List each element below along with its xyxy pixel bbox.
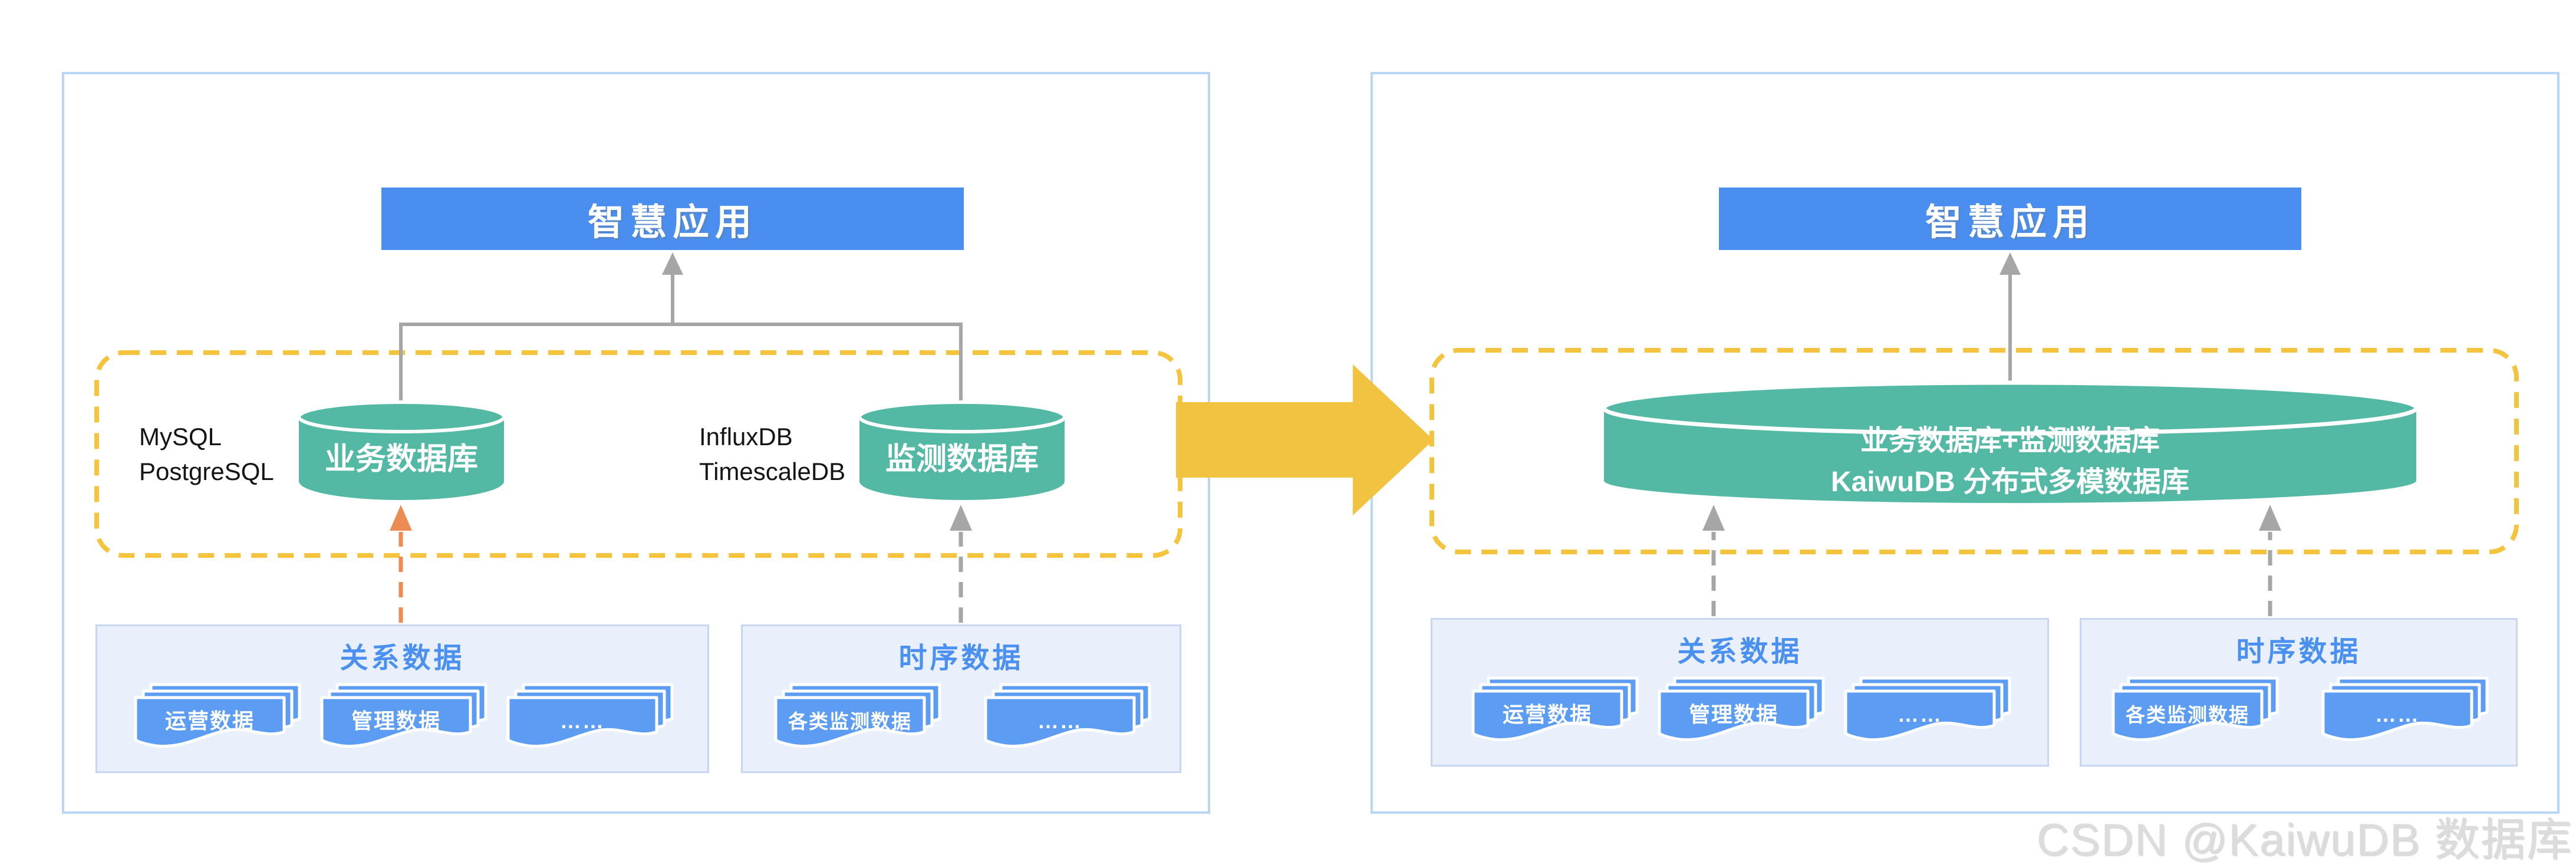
timeseries-data-title: 时序数据 [898, 643, 1024, 674]
doc-card-label: …… [1037, 709, 1082, 733]
right-relational-data-box: 关系数据 运营数据 管理数据 …… [1431, 618, 2049, 767]
smart-app-box-right: 智慧应用 [1719, 188, 2301, 250]
doc-card-front-icon: 各类监测数据 [774, 696, 926, 748]
tech-line: TimescaleDB [699, 457, 846, 485]
doc-card-front-icon: …… [506, 696, 658, 748]
timeseries-data-title: 时序数据 [2236, 636, 2361, 668]
smart-app-label: 智慧应用 [1925, 202, 2095, 243]
gray-arrowhead-icon [950, 505, 972, 531]
orange-arrowhead-icon [390, 505, 412, 531]
doc-stack-monitoring: 各类监测数据 [2111, 676, 2279, 744]
doc-card-label: 运营数据 [1503, 702, 1592, 726]
doc-stack-operations: 运营数据 [133, 682, 302, 751]
doc-card-label: …… [2375, 702, 2420, 726]
doc-card-label: 各类监测数据 [2125, 704, 2249, 726]
doc-card-label: …… [560, 709, 605, 733]
doc-card-front-icon: …… [984, 696, 1136, 748]
doc-card-front-icon: 管理数据 [1658, 689, 1810, 741]
doc-card-label: 运营数据 [165, 709, 255, 733]
relational-data-title: 关系数据 [1677, 636, 1803, 668]
doc-stack-management: 管理数据 [319, 682, 488, 751]
kaiwudb-line1-label: 业务数据库+监测数据库 [1860, 425, 2160, 456]
watermark-text: CSDN @KaiwuDB 数据库 [2036, 815, 2572, 865]
tech-line: InfluxDB [699, 423, 793, 451]
right-dashed-group-box [1429, 348, 2519, 554]
right-app-arrowhead-icon [1999, 252, 2021, 275]
kaiwudb-line2-label: KaiwuDB 分布式多模数据库 [1831, 466, 2189, 498]
business-db-label: 业务数据库 [325, 442, 478, 476]
business-db-tech-label: MySQL PostgreSQL [139, 420, 274, 489]
left-app-arrowhead-icon [662, 252, 683, 275]
doc-stack-more: …… [1843, 676, 2012, 744]
doc-card-label: 管理数据 [351, 709, 441, 733]
doc-card-label: …… [1898, 702, 1942, 726]
left-bracket-connector-line [399, 323, 963, 407]
doc-card-label: 各类监测数据 [788, 711, 912, 732]
smart-app-box-left: 智慧应用 [381, 188, 964, 250]
business-db-cylinder-icon: 业务数据库 [297, 400, 506, 500]
doc-card-front-icon: 运营数据 [134, 696, 286, 748]
monitor-db-label: 监测数据库 [885, 442, 1039, 476]
doc-card-front-icon: 运营数据 [1471, 689, 1623, 741]
doc-stack-management: 管理数据 [1657, 676, 1826, 744]
doc-stack-more: …… [983, 682, 1152, 751]
doc-stack-more: …… [2321, 676, 2489, 744]
kaiwudb-multimodel-cylinder-icon: 业务数据库+监测数据库 KaiwuDB 分布式多模数据库 [1602, 380, 2419, 503]
doc-stack-operations: 运营数据 [1471, 676, 1639, 744]
tech-line: PostgreSQL [139, 457, 274, 485]
tech-line: MySQL [139, 423, 222, 451]
doc-card-front-icon: …… [2321, 689, 2473, 741]
doc-card-front-icon: 各类监测数据 [2111, 689, 2264, 741]
gray-arrowhead-icon [2259, 505, 2281, 531]
doc-card-front-icon: …… [1844, 689, 1996, 741]
doc-stack-more: …… [506, 682, 674, 751]
right-timeseries-data-box: 时序数据 各类监测数据 …… [2080, 618, 2518, 767]
monitor-db-tech-label: InfluxDB TimescaleDB [699, 420, 845, 489]
smart-app-label: 智慧应用 [587, 202, 757, 243]
doc-stack-monitoring: 各类监测数据 [773, 682, 942, 751]
doc-card-front-icon: 管理数据 [320, 696, 472, 748]
gray-arrowhead-icon [1702, 505, 1725, 531]
doc-card-label: 管理数据 [1689, 702, 1778, 726]
left-timeseries-data-box: 时序数据 各类监测数据 …… [741, 624, 1181, 773]
monitor-db-cylinder-icon: 监测数据库 [858, 400, 1066, 500]
left-relational-data-box: 关系数据 运营数据 管理数据 …… [95, 624, 709, 773]
relational-data-title: 关系数据 [340, 643, 465, 674]
